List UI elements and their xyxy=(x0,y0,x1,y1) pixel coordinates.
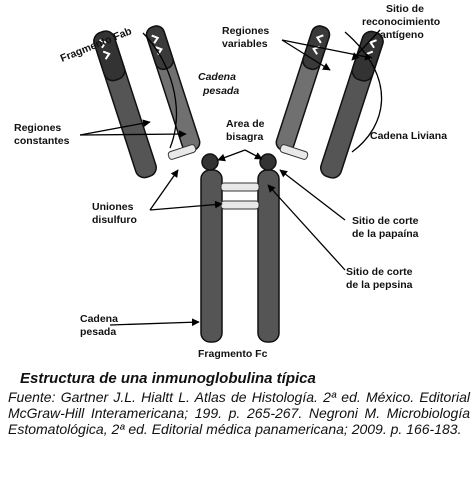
label-regiones-variables: Regiones variables xyxy=(222,25,272,50)
label-cadena-pesada-bottom: Cadena pesada xyxy=(80,313,121,338)
light-chain-bracket xyxy=(344,31,383,153)
hinge-joint-right xyxy=(259,153,277,171)
disulfide-bond-lower xyxy=(220,200,260,210)
fc-stem-left xyxy=(200,169,223,343)
figure-caption: Estructura de una inmunoglobulina típica… xyxy=(8,370,470,437)
label-fragmento-fab: Fragmento Fab xyxy=(59,25,134,65)
label-uniones-disulfuro: Uniones disulfuro xyxy=(92,201,137,226)
left-heavy-variable-region xyxy=(93,30,126,82)
left-fab-arm xyxy=(93,25,201,179)
fc-stem-right xyxy=(257,169,280,343)
label-regiones-constantes: Regiones constantes xyxy=(14,122,70,147)
left-interchain-bond xyxy=(167,144,197,160)
disulfide-bond-upper xyxy=(220,182,260,192)
label-area-bisagra: Area de bisagra xyxy=(226,118,267,143)
label-cadena-pesada-top: Cadena pesada xyxy=(198,71,239,97)
label-fragmento-fc: Fragmento Fc xyxy=(198,348,268,360)
immunoglobulin-diagram: Fragmento Fab Cadena pesada Regiones var… xyxy=(14,3,447,360)
label-corte-papaina: Sitio de corte de la papaína xyxy=(352,215,421,240)
right-fab-arm xyxy=(275,25,384,179)
pointer-lines xyxy=(79,29,381,327)
label-corte-pepsina: Sitio de corte de la pepsina xyxy=(346,266,415,291)
right-interchain-bond xyxy=(279,144,309,160)
label-cadena-liviana: Cadena Liviana xyxy=(370,130,447,142)
caption-title: Estructura de una inmunoglobulina típica xyxy=(20,370,316,387)
hinge-joint-left xyxy=(201,153,219,171)
label-sitio-reconocimiento: Sitio de reconocimiento antígeno xyxy=(362,3,443,41)
caption-source: Fuente: Gartner J.L. Hialtt L. Atlas de … xyxy=(8,389,470,437)
